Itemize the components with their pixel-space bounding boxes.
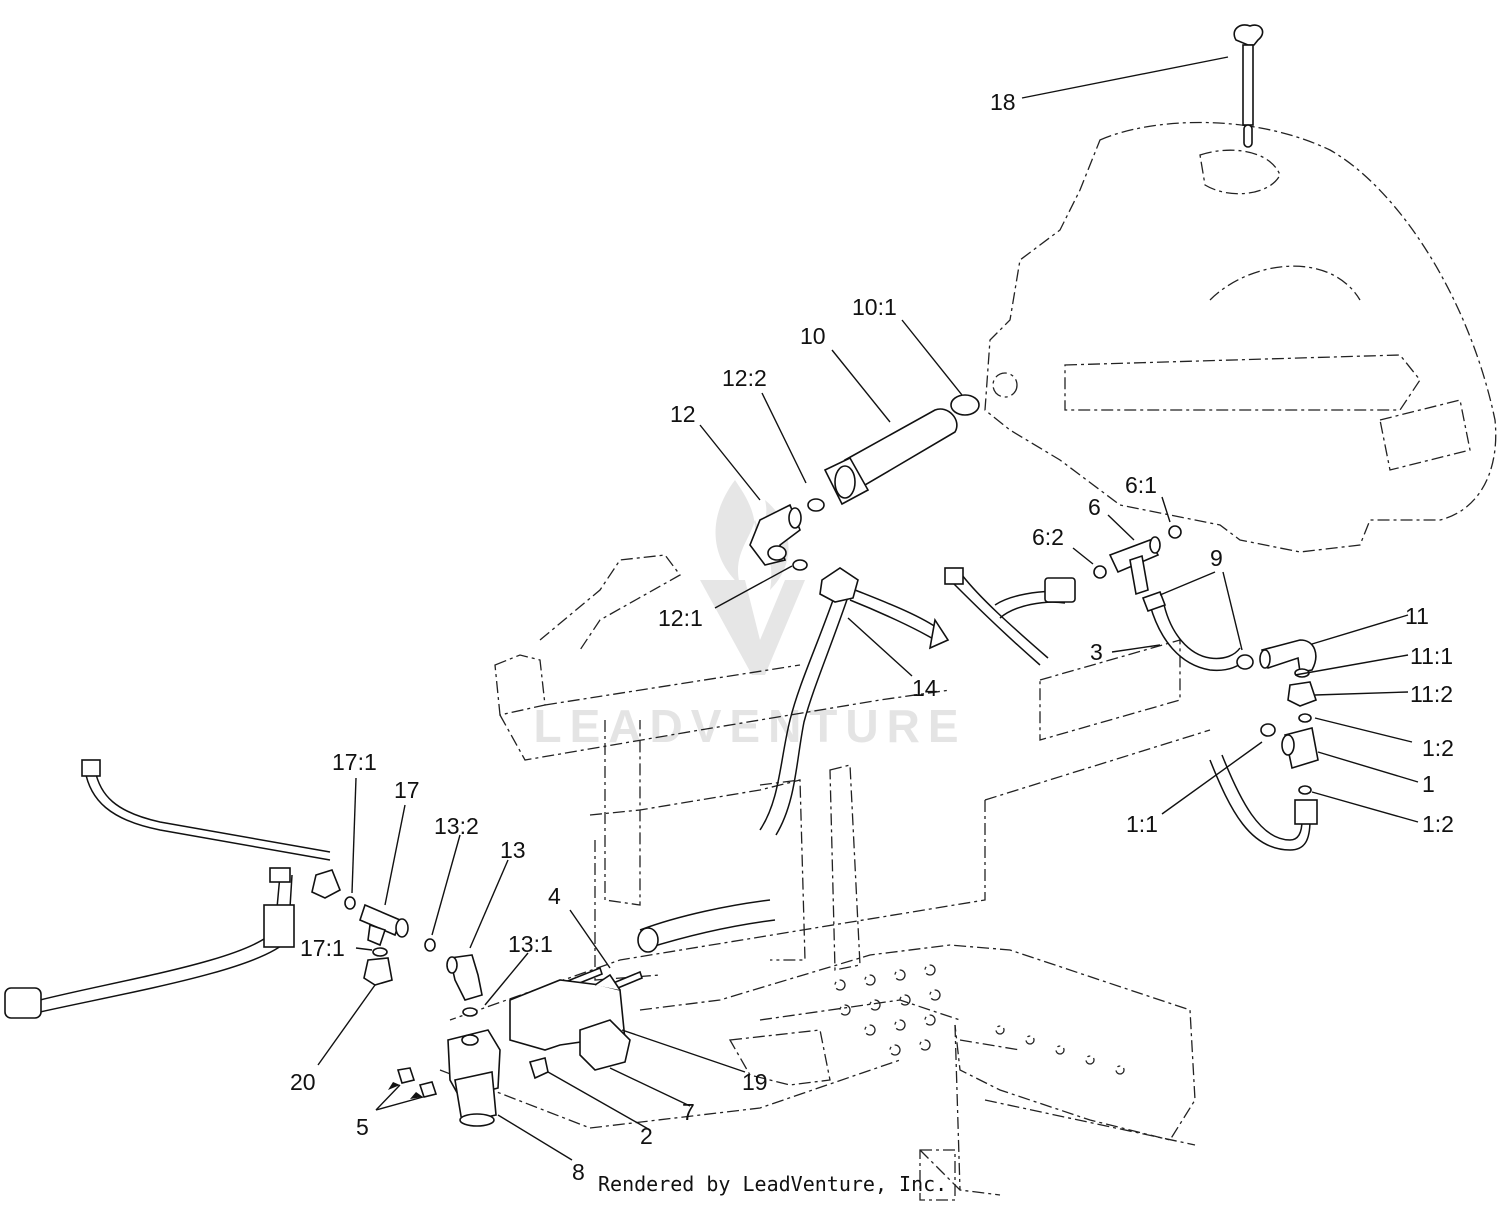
clamp-9b (1236, 654, 1254, 670)
footer-credit: Rendered by LeadVenture, Inc. (598, 1172, 948, 1196)
parts (311, 24, 1319, 1127)
oring-6-1 (1168, 525, 1182, 539)
hose-lower-left-coupler (263, 904, 295, 948)
watermark-v-icon (700, 580, 805, 675)
callout-19: 19 (742, 1069, 768, 1095)
hose-left-nut (311, 869, 342, 899)
callout-12-1: 12:1 (658, 605, 703, 631)
callout-9: 9 (1210, 545, 1223, 571)
tee-17 (359, 903, 409, 947)
oring-13-1 (462, 1007, 478, 1017)
callout-14: 14 (912, 675, 938, 701)
oring-1-2a (1298, 713, 1312, 723)
callouts: 18 10:1 10 12:2 12 12:1 14 6:1 6 6:2 9 3… (290, 89, 1454, 1185)
callout-3: 3 (1090, 639, 1103, 665)
hose-left-fitting (81, 759, 101, 777)
callout-6-2: 6:2 (1032, 524, 1064, 550)
hose-upper-right (949, 574, 1049, 666)
oring-13-2 (424, 938, 436, 952)
callout-1-2a: 1:2 (1422, 735, 1454, 761)
oring-1-2b (1298, 785, 1312, 795)
hose-14 (759, 579, 853, 836)
hose-lower-left (39, 874, 293, 1013)
nut-5a (396, 1067, 416, 1084)
callout-4: 4 (548, 883, 561, 909)
oring-12-2 (807, 498, 825, 512)
callout-13: 13 (500, 837, 526, 863)
oring-6-2 (1093, 565, 1107, 579)
elbow-13 (446, 954, 483, 1001)
callout-6: 6 (1088, 494, 1101, 520)
watermark-text: LEADVENTURE (533, 700, 966, 752)
watermark-flame-icon (715, 480, 789, 590)
bolt-2 (528, 1057, 549, 1080)
callout-11-2: 11:2 (1410, 681, 1453, 707)
watermark: LEADVENTURE (533, 480, 966, 752)
callout-18: 18 (990, 89, 1016, 115)
callout-11-1: 11:1 (1410, 643, 1453, 669)
callout-12-2: 12:2 (722, 365, 767, 391)
oring-1-1 (1260, 723, 1276, 737)
valve-8 (447, 1029, 501, 1127)
callout-13-1: 13:1 (508, 931, 553, 957)
elbow-11 (1259, 639, 1317, 673)
callout-6-1: 6:1 (1125, 472, 1157, 498)
hoses (4, 567, 1318, 1019)
callout-1-1: 1:1 (1126, 811, 1158, 837)
hose-lower-right (1209, 754, 1311, 851)
nut-20 (363, 957, 393, 986)
callout-17-1b: 17:1 (300, 935, 345, 961)
hose-lower-left-end (4, 987, 42, 1019)
clamp-9a (1141, 590, 1167, 613)
filler-neck-10 (823, 394, 980, 506)
nut-5b (418, 1081, 438, 1098)
callout-13-2: 13:2 (434, 813, 479, 839)
callout-17-1a: 17:1 (332, 749, 377, 775)
fuel-tank (984, 121, 1497, 553)
leader-lines (317, 56, 1419, 1161)
oring-17-1a (344, 896, 356, 910)
elbow-12 (749, 503, 802, 566)
callout-5: 5 (356, 1114, 369, 1140)
tee-6 (1108, 536, 1161, 596)
hose-upper-right-fitting (944, 567, 964, 585)
tee-1 (1281, 727, 1319, 770)
deck-holes (834, 964, 1125, 1075)
solenoid-7 (579, 1019, 631, 1071)
callout-1-2b: 1:2 (1422, 811, 1454, 837)
callout-7: 7 (682, 1099, 695, 1125)
nut-11-2 (1287, 681, 1318, 707)
dipstick-18 (1233, 24, 1264, 148)
callout-11: 11 (1405, 603, 1429, 629)
hose-left (84, 769, 331, 861)
callout-1: 1 (1422, 771, 1435, 797)
callout-10: 10 (800, 323, 826, 349)
oring-12-1 (792, 559, 808, 571)
callout-17: 17 (394, 777, 420, 803)
oring-17-1b (372, 947, 388, 957)
hose-3 (1149, 599, 1246, 672)
callout-12: 12 (670, 401, 696, 427)
nut-14 (819, 567, 859, 603)
callout-2: 2 (640, 1123, 653, 1149)
hose-lower-right-fitting (1294, 799, 1318, 825)
callout-10-1: 10:1 (852, 294, 897, 320)
callout-20: 20 (290, 1069, 316, 1095)
callout-8: 8 (572, 1159, 585, 1185)
